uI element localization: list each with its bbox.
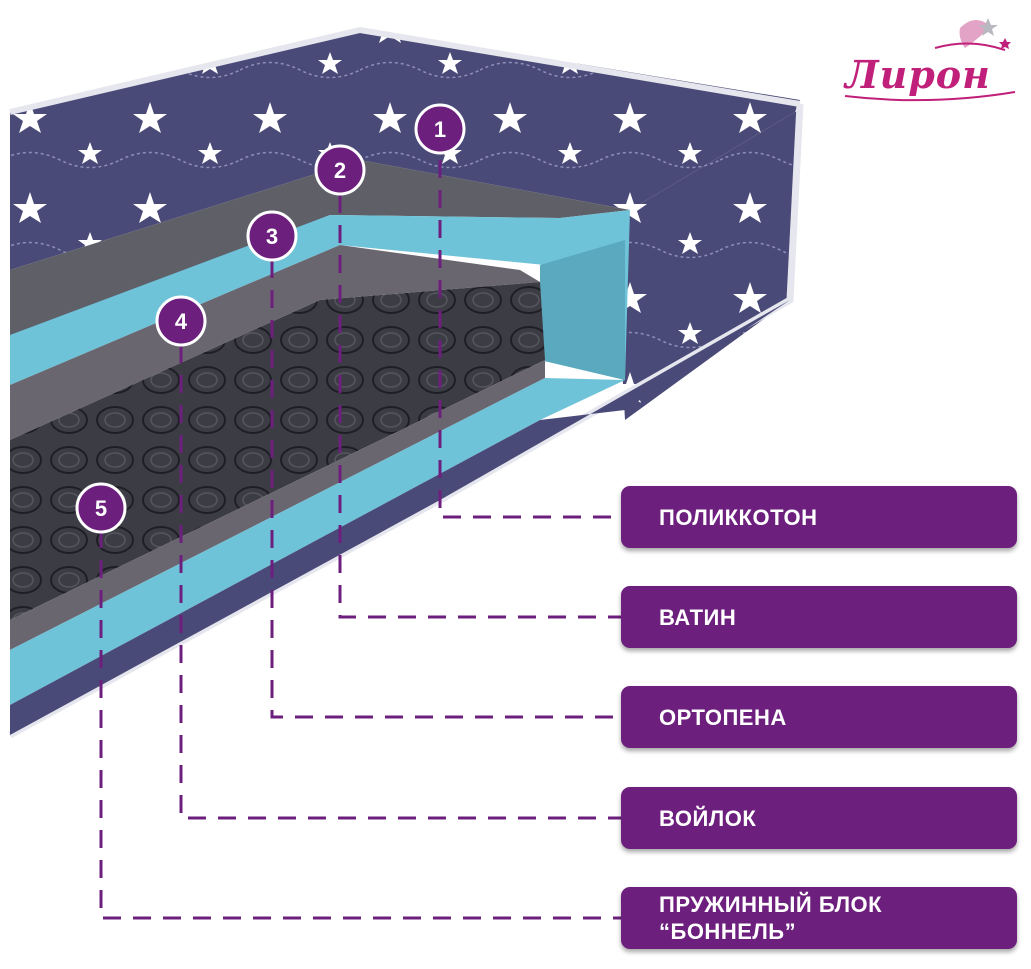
- layer-label-ortho-foam: ОРТОПЕНА: [621, 686, 1017, 748]
- layer-label-batting: ВАТИН: [621, 586, 1017, 648]
- marker-1-number: 1: [434, 117, 446, 142]
- leader-line-4: [179, 345, 621, 820]
- layer-label-text: ВОЙЛОК: [659, 805, 757, 831]
- brand-logo: [844, 18, 1016, 102]
- layer-label-text: ВАТИН: [659, 604, 737, 630]
- leader-line-3: [270, 260, 621, 719]
- marker-4: 4: [155, 295, 207, 347]
- marker-5-number: 5: [95, 496, 107, 521]
- spring-block: [10, 282, 545, 620]
- marker-3-number: 3: [266, 224, 278, 249]
- marker-2-number: 2: [334, 158, 346, 183]
- mattress-side-cover: [620, 110, 800, 420]
- brand-logo-text: Лирон: [845, 52, 991, 97]
- layer-label-text: ОРТОПЕНА: [659, 704, 787, 730]
- layer-label-text: ПОЛИККОТОН: [659, 504, 818, 530]
- layer-label-spring-block: ПРУЖИННЫЙ БЛОК “БОННЕЛЬ”: [621, 887, 1017, 949]
- layer-label-text-line1: ПРУЖИННЫЙ БЛОК: [659, 892, 883, 917]
- marker-3: 3: [246, 210, 298, 262]
- layer-label-text-line2: “БОННЕЛЬ”: [659, 919, 797, 944]
- leader-line-5: [99, 530, 621, 920]
- mattress-top-cover: [10, 28, 800, 270]
- layer-label-felt: ВОЙЛОК: [621, 787, 1017, 849]
- felt-layer: [10, 245, 540, 440]
- layer-label-polycotton: ПОЛИККОТОН: [621, 486, 1017, 548]
- batting-layer: [10, 160, 630, 340]
- ortho-foam-layer: [10, 210, 630, 385]
- leader-line-2: [338, 195, 621, 619]
- marker-2: 2: [314, 144, 366, 196]
- marker-1: 1: [414, 103, 466, 155]
- marker-5: 5: [75, 482, 127, 534]
- marker-4-number: 4: [175, 309, 188, 334]
